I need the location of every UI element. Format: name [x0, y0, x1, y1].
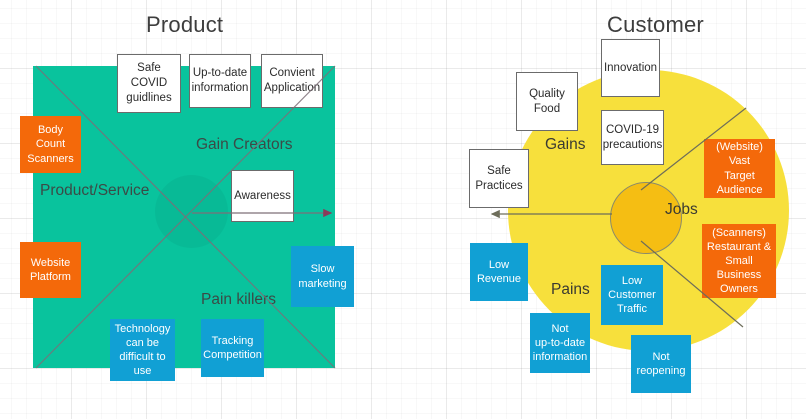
note-safe-covid-guidelines[interactable]: Safe COVID guidlines	[117, 54, 181, 113]
note-line: information	[191, 82, 249, 94]
note-line: Safe	[137, 62, 161, 75]
label-pain-killers: Pain killers	[201, 291, 276, 308]
note-line: Tracking	[211, 334, 254, 347]
note-line: Audience	[716, 183, 763, 196]
note-line: Platform	[30, 271, 71, 283]
note-line: Not	[551, 322, 569, 335]
note-body-count-scanners[interactable]: Body Count Scanners	[20, 116, 81, 173]
note-line: Application	[263, 82, 321, 94]
note-line: Slow	[310, 263, 335, 276]
note-line: guidlines	[126, 91, 172, 104]
note-tracking-competition[interactable]: Tracking Competition	[201, 319, 264, 377]
note-line: Competition	[203, 349, 262, 361]
note-line: Convient	[269, 67, 315, 80]
note-line: (Scanners)	[712, 226, 766, 239]
label-product-service: Product/Service	[40, 182, 150, 199]
note-line: Technology	[114, 322, 171, 335]
note-line: precautions	[602, 138, 663, 151]
note-quality-food[interactable]: Quality Food	[516, 72, 578, 131]
note-scanners-restaurant-owners[interactable]: (Scanners) Restaurant & Small Business O…	[702, 224, 776, 298]
note-line: can be	[125, 336, 160, 349]
note-line: Up-to-date	[192, 67, 248, 80]
note-low-revenue[interactable]: Low Revenue	[470, 243, 528, 301]
note-not-reopening[interactable]: Not reopening	[631, 335, 691, 393]
note-line: Not	[652, 350, 670, 363]
label-gains: Gains	[545, 136, 586, 153]
note-convient-application[interactable]: Convient Application	[261, 54, 323, 108]
note-safe-practices[interactable]: Safe Practices	[469, 149, 529, 208]
note-line: use	[133, 365, 152, 378]
note-line: Count	[35, 138, 66, 151]
label-gain-creators: Gain Creators	[196, 136, 293, 153]
note-covid-19-precautions[interactable]: COVID-19 precautions	[601, 110, 664, 165]
customer-title: Customer	[607, 12, 704, 37]
note-line: Traffic	[617, 303, 647, 316]
note-line: COVID	[130, 77, 168, 90]
note-technology-difficult[interactable]: Technology can be difficult to use	[110, 319, 175, 381]
note-line: Practices	[475, 179, 523, 192]
note-website-platform[interactable]: Website Platform	[20, 242, 81, 298]
note-line: up-to-date	[534, 336, 586, 349]
note-line: Owners	[720, 283, 758, 296]
note-up-to-date-information[interactable]: Up-to-date information	[189, 54, 251, 108]
note-line: Awareness	[234, 189, 291, 202]
note-line: Target	[724, 169, 755, 182]
note-line: Low	[621, 274, 643, 287]
note-line: Vast	[728, 155, 751, 168]
note-line: Scanners	[27, 152, 74, 165]
note-low-customer-traffic[interactable]: Low Customer Traffic	[601, 265, 663, 325]
note-line: (Website)	[716, 141, 763, 154]
label-jobs: Jobs	[665, 201, 698, 218]
note-line: COVID-19	[605, 123, 660, 136]
product-center-circle	[155, 175, 228, 248]
note-line: Innovation	[603, 61, 658, 74]
note-innovation[interactable]: Innovation	[601, 39, 660, 97]
note-line: Low	[488, 258, 510, 271]
note-line: Body	[37, 124, 64, 137]
note-line: difficult to	[119, 351, 166, 363]
note-line: Food	[533, 102, 561, 115]
note-line: Revenue	[476, 273, 522, 285]
note-line: Business	[716, 269, 762, 282]
note-line: Quality	[529, 87, 565, 100]
label-pains: Pains	[551, 281, 590, 298]
note-slow-marketing[interactable]: Slow marketing	[291, 246, 354, 307]
note-line: reopening	[636, 365, 686, 377]
note-line: Customer	[608, 288, 656, 301]
note-website-vast-target-audience[interactable]: (Website) Vast Target Audience	[704, 139, 775, 198]
note-not-up-to-date-information[interactable]: Not up-to-date information	[530, 313, 590, 373]
product-title: Product	[146, 12, 224, 37]
note-line: Safe	[487, 164, 511, 177]
note-line: Website	[30, 256, 71, 269]
note-awareness[interactable]: Awareness	[231, 170, 294, 222]
note-line: Small	[725, 254, 753, 267]
note-line: marketing	[298, 277, 347, 290]
note-line: information	[532, 351, 588, 364]
note-line: Restaurant &	[706, 240, 772, 253]
